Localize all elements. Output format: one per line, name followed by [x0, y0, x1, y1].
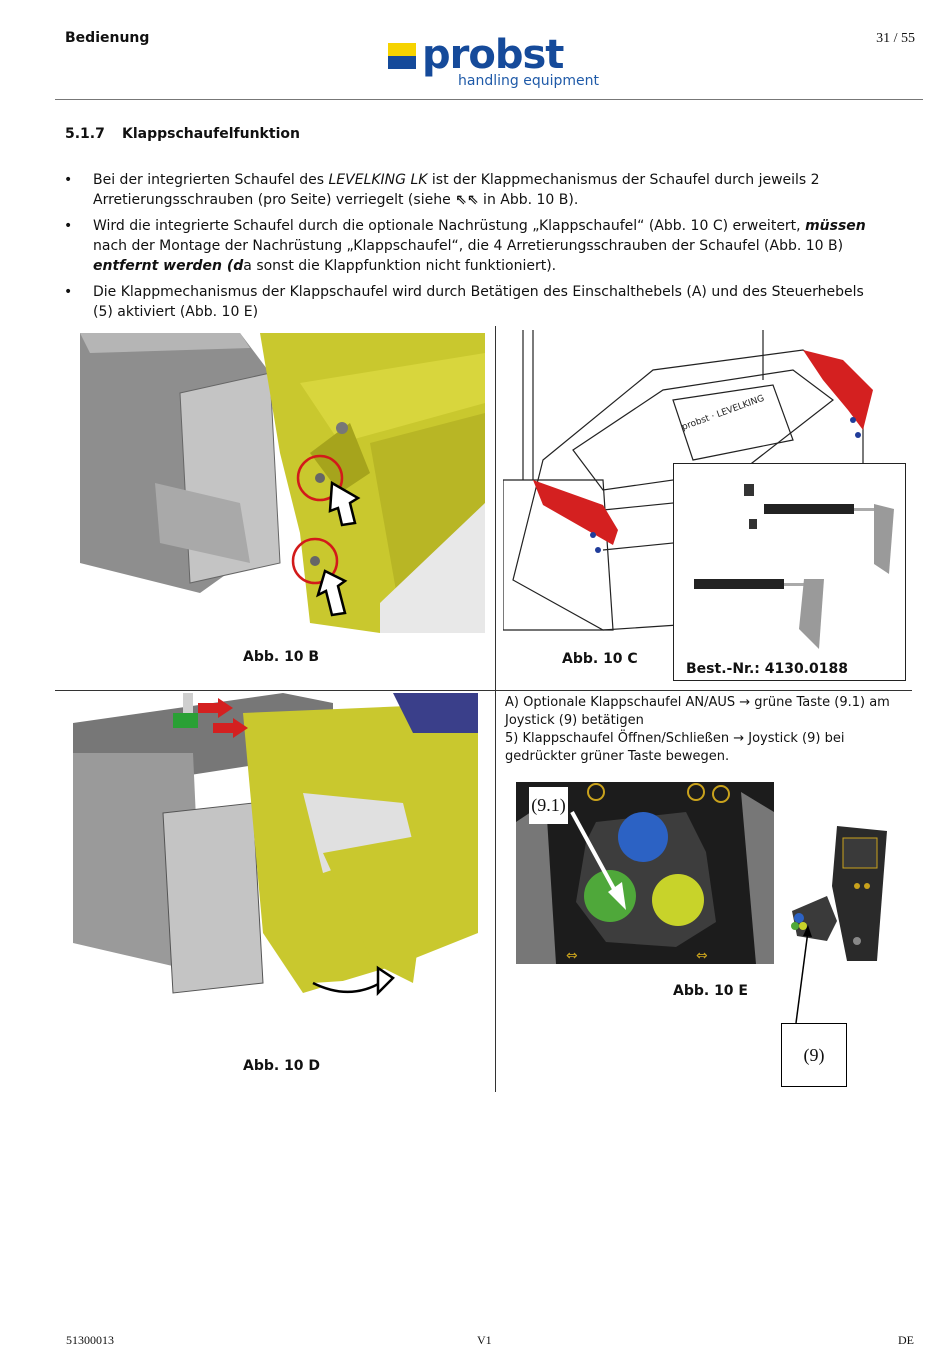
- bullet-dot-icon: •: [64, 218, 73, 234]
- figure-10b-image: [80, 333, 485, 633]
- section-title: Klappschaufelfunktion: [122, 126, 300, 142]
- instructions-text: A) Optionale Klappschaufel AN/AUS → grün…: [505, 694, 915, 766]
- callout-9-1-label: (9.1): [529, 787, 568, 824]
- footer-version: V1: [477, 1333, 492, 1347]
- bullet-text-run: nach der Montage der Nachrüstung „Klapps…: [93, 238, 844, 254]
- figure-10d-caption: Abb. 10 D: [243, 1058, 321, 1074]
- probst-logo: probst handling equipment: [388, 32, 603, 93]
- figure-10c-caption: Abb. 10 C: [562, 651, 638, 667]
- instruction-line-1: A) Optionale Klappschaufel AN/AUS → grün…: [505, 695, 890, 728]
- figure-10b-caption: Abb. 10 B: [243, 649, 320, 665]
- logo-tagline: handling equipment: [458, 73, 599, 89]
- bullet-text-run: a sonst die Klappfunktion nicht funktion…: [243, 258, 557, 274]
- footer-language: DE: [898, 1333, 914, 1347]
- figure-10e-control-panel: ⇔ ⇔: [516, 782, 774, 964]
- bullet-text-run: Die Klappmechanismus der Klappschaufel w…: [93, 284, 864, 320]
- svg-text:⇔: ⇔: [566, 948, 578, 964]
- grid-horizontal-divider: [55, 690, 912, 691]
- bullet-text-run: entfernt werden (d: [93, 258, 244, 274]
- header-section-label: Bedienung: [65, 30, 150, 46]
- bullet-list: • Bei der integrierten Schaufel des LEVEL…: [62, 170, 882, 328]
- figure-10c-order-number: Best.-Nr.: 4130.0188: [686, 661, 848, 677]
- footer-doc-number: 51300013: [66, 1333, 114, 1347]
- figure-10e-caption: Abb. 10 E: [673, 983, 748, 999]
- logo-mark-icon: [388, 43, 416, 69]
- callout-9-arrow: [795, 925, 812, 1024]
- logo-wordmark: probst: [422, 32, 564, 78]
- bullet-text-run: in Abb. 10 B).: [478, 192, 579, 208]
- bullet-text-run: Bei der integrierten Schaufel des: [93, 172, 329, 188]
- bullet-text-run: LEVELKING LK: [328, 172, 428, 188]
- bullet-text-run: Wird die integrierte Schaufel durch die …: [93, 218, 806, 234]
- svg-text:⇔: ⇔: [696, 948, 708, 964]
- header-divider: [55, 99, 923, 100]
- bullet-dot-icon: •: [64, 172, 73, 188]
- bullet-dot-icon: •: [64, 284, 73, 300]
- section-number: 5.1.7: [65, 126, 105, 142]
- bullet-item: • Die Klappmechanismus der Klappschaufel …: [62, 282, 882, 322]
- page-number: 31 / 55: [876, 31, 915, 46]
- bullet-item: • Bei der integrierten Schaufel des LEVEL…: [62, 170, 882, 210]
- arrow-symbol-icon: ⇖⇖: [455, 192, 479, 208]
- bullet-text-run: müssen: [805, 218, 866, 234]
- figure-10c-inset: [673, 463, 906, 681]
- callout-9-label: (9): [781, 1023, 847, 1087]
- bullet-item: • Wird die integrierte Schaufel durch die…: [62, 216, 882, 276]
- figure-10e-joystick: [787, 826, 893, 966]
- grid-vertical-divider: [495, 326, 496, 1092]
- figure-10d-image: [73, 693, 478, 1023]
- bullet-text-run: ist der Klappmechanismus der Schaufel du…: [93, 172, 820, 208]
- instruction-line-2: 5) Klappschaufel Öffnen/Schließen → Joys…: [505, 731, 845, 764]
